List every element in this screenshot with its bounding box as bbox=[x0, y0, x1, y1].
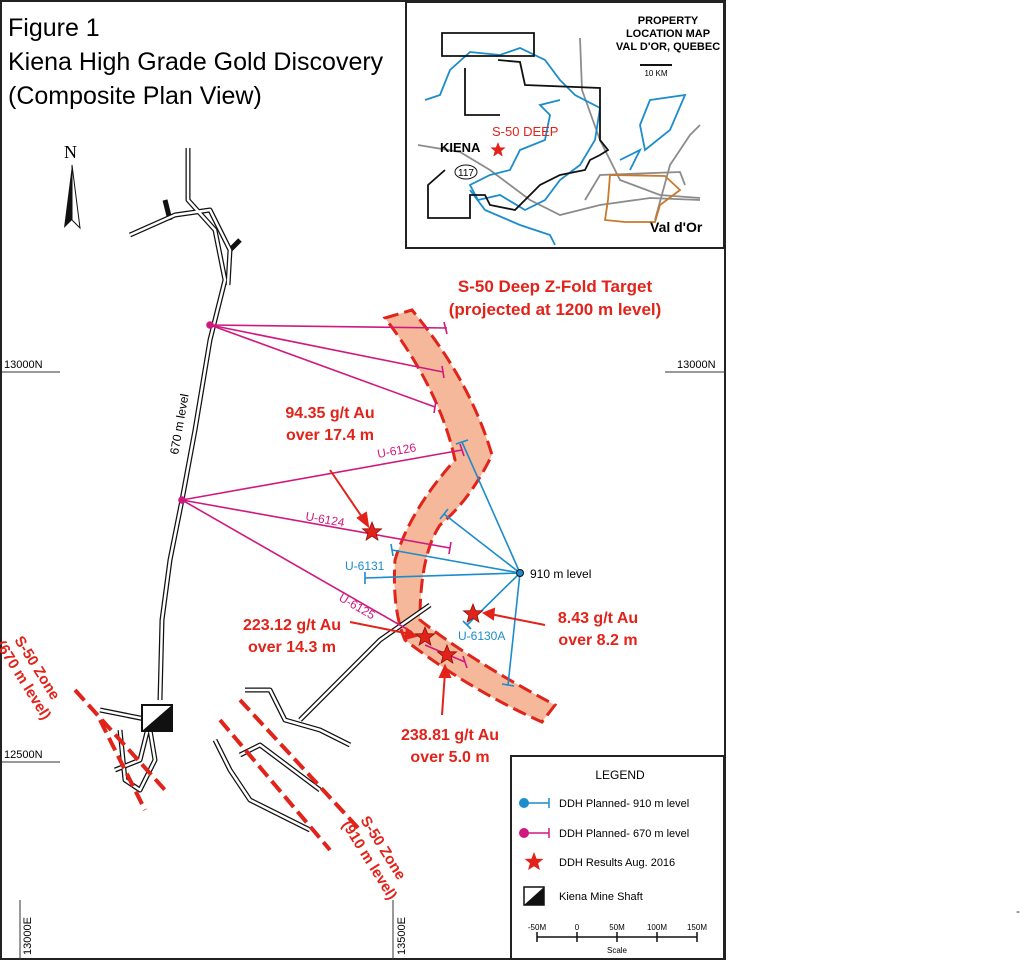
result-4-grade: 238.81 g/t Au bbox=[401, 727, 499, 744]
star-icon bbox=[414, 625, 436, 647]
s50-deep-label: S-50 DEEP bbox=[492, 124, 558, 139]
figure-number: Figure 1 bbox=[8, 14, 100, 42]
svg-text:N: N bbox=[64, 142, 77, 162]
figure-subtitle: (Composite Plan View) bbox=[8, 82, 262, 110]
legend-scale-bar bbox=[536, 932, 698, 942]
hole-u6125-label: U-6125 bbox=[337, 590, 378, 622]
inset-title-3: VAL D'OR, QUEBEC bbox=[616, 41, 720, 53]
stray-mark: - bbox=[1016, 904, 1020, 918]
legend-item-670: DDH Planned- 670 m level bbox=[519, 828, 689, 840]
star-icon bbox=[462, 602, 484, 624]
grid-label-13000e: 13000E bbox=[22, 917, 34, 955]
result-1-width: over 17.4 m bbox=[286, 427, 374, 444]
map-frame bbox=[0, 0, 726, 960]
star-icon bbox=[361, 520, 383, 542]
result-4-width: over 5.0 m bbox=[410, 749, 489, 766]
legend-item-shaft: Kiena Mine Shaft bbox=[523, 886, 643, 906]
scale-tick-label: 0 bbox=[575, 923, 580, 932]
grid-label-13500e: 13500E bbox=[396, 917, 408, 955]
scale-tick-label: 50M bbox=[609, 923, 625, 932]
north-arrow-icon: N bbox=[64, 142, 81, 230]
target-title: S-50 Deep Z-Fold Target bbox=[458, 277, 653, 296]
svg-text:DDH Planned- 910 m level: DDH Planned- 910 m level bbox=[559, 798, 689, 810]
star-icon bbox=[436, 643, 458, 665]
svg-text:Kiena Mine Shaft: Kiena Mine Shaft bbox=[559, 891, 643, 903]
hole-u6126-label: U-6126 bbox=[376, 440, 418, 461]
hole-u6131-label: U-6131 bbox=[345, 559, 385, 573]
legend-item-910: DDH Planned- 910 m level bbox=[519, 798, 689, 810]
result-2-grade: 223.12 g/t Au bbox=[243, 617, 341, 634]
result-3-grade: 8.43 g/t Au bbox=[558, 610, 638, 627]
mine-shaft-icon bbox=[141, 704, 173, 732]
scale-tick-label: 100M bbox=[647, 923, 667, 932]
svg-text:DDH Results Aug. 2016: DDH Results Aug. 2016 bbox=[559, 857, 675, 869]
scale-tick-label: -50M bbox=[528, 923, 547, 932]
valdor-label: Val d'Or bbox=[650, 219, 703, 235]
legend-title: LEGEND bbox=[595, 768, 645, 782]
inset-title-1: PROPERTY bbox=[638, 15, 699, 27]
result-stars bbox=[361, 520, 484, 665]
result-2-width: over 14.3 m bbox=[248, 639, 336, 656]
legend-item-results: DDH Results Aug. 2016 bbox=[524, 852, 675, 871]
kiena-label: KIENA bbox=[440, 140, 481, 155]
inset-location-map: 117 KIENA S-50 DEEP Val d'Or PROPERTY LO… bbox=[405, 1, 725, 249]
route-117-label: 117 bbox=[458, 168, 474, 179]
level-910-label: 910 m level bbox=[530, 567, 591, 581]
legend: LEGEND DDH Planned- 910 m level DDH Plan… bbox=[510, 755, 725, 960]
scale-label: Scale bbox=[607, 946, 628, 955]
result-3-width: over 8.2 m bbox=[558, 632, 637, 649]
hole-u6130a-label: U-6130A bbox=[458, 629, 505, 643]
z-fold-target-zone bbox=[382, 308, 558, 724]
target-subtitle: (projected at 1200 m level) bbox=[449, 300, 662, 319]
result-1-grade: 94.35 g/t Au bbox=[285, 405, 374, 422]
inset-scale-label: 10 KM bbox=[644, 69, 667, 78]
ddh-910-holes bbox=[364, 439, 521, 687]
result-arrows bbox=[329, 469, 546, 716]
svg-text:DDH Planned- 670 m level: DDH Planned- 670 m level bbox=[559, 828, 689, 840]
s50-zone-670-line bbox=[73, 688, 167, 792]
s50-zone-670-label: S-50 Zone (670 m level) bbox=[0, 633, 63, 723]
figure-title: Kiena High Grade Gold Discovery bbox=[8, 48, 384, 76]
grid-label-13000n-right: 13000N bbox=[677, 359, 716, 371]
grid-label-12500n: 12500N bbox=[4, 749, 43, 761]
grid-label-13000n-left: 13000N bbox=[4, 359, 43, 371]
s50-star-icon bbox=[490, 142, 506, 157]
ddh-670-holes bbox=[178, 321, 468, 669]
collar-910-icon bbox=[516, 569, 524, 577]
level-670-label: 670 m level bbox=[167, 393, 191, 456]
inset-title-2: LOCATION MAP bbox=[626, 28, 710, 40]
s50-zone-910-label: S-50 Zone (910 m level) bbox=[338, 813, 409, 903]
s50-zone-910-line bbox=[218, 718, 332, 852]
scale-tick-label: 150M bbox=[687, 923, 707, 932]
hole-u6124-label: U-6124 bbox=[304, 509, 346, 530]
